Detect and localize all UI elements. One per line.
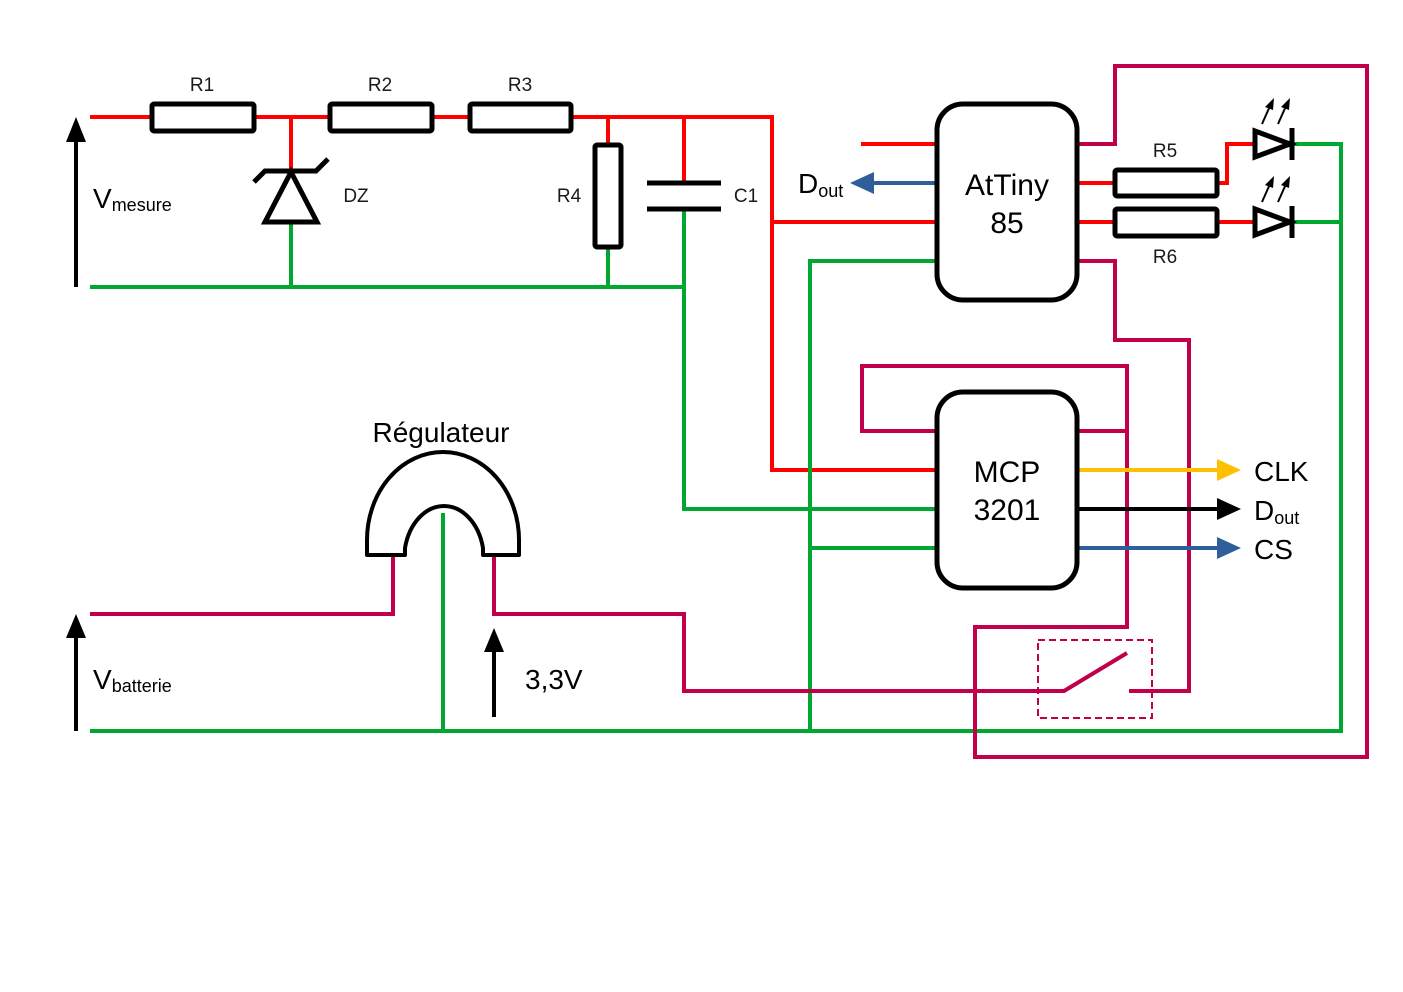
- led-2-triangle: [1252, 205, 1298, 239]
- resistor-r5[interactable]: [1112, 167, 1220, 199]
- label-r2: R2: [368, 75, 392, 96]
- mcp3201-chip[interactable]: [934, 389, 1080, 591]
- label-v-mesure: Vmesure: [93, 183, 172, 215]
- label-regulator: Régulateur: [373, 417, 510, 448]
- measure-net-wires: [90, 115, 1255, 472]
- v-3v3-arrowhead: [484, 628, 504, 652]
- led-1-triangle: [1252, 127, 1298, 161]
- regulator-body[interactable]: [365, 450, 521, 557]
- wire-r3-node-mcp: [569, 115, 939, 472]
- switch-dashed-box: [1037, 639, 1153, 719]
- led-1[interactable]: [1252, 98, 1298, 161]
- label-c1: C1: [734, 186, 758, 207]
- ground-net-wires: [90, 142, 1343, 733]
- resistor-r4[interactable]: [592, 142, 624, 250]
- label-cs: CS: [1254, 534, 1293, 565]
- capacitor-c1[interactable]: [647, 180, 721, 212]
- signal-arrows: [850, 172, 1241, 559]
- wire-regulator-switch: [492, 553, 1065, 693]
- wire-attiny-loop-mcp: [860, 64, 1369, 759]
- label-v-mesure-main: V: [93, 183, 112, 214]
- zener-diode-dz[interactable]: [252, 157, 330, 225]
- v-mesure-arrowhead: [66, 117, 86, 142]
- zener-triangle: [260, 166, 322, 225]
- label-v-batterie-sub: batterie: [112, 676, 172, 696]
- led-1-ray-2: [1277, 105, 1287, 125]
- v-batterie-arrowhead: [66, 614, 86, 638]
- resistor-r1[interactable]: [149, 101, 257, 134]
- label-mcp-dout: Dout: [1254, 495, 1299, 528]
- led-1-ray-2-head: [1281, 98, 1290, 110]
- wire-vbat-regulator: [90, 553, 395, 616]
- label-r3: R3: [508, 75, 532, 96]
- label-attiny-line1: AtTiny: [965, 169, 1049, 202]
- label-attiny-dout-sub: out: [818, 181, 843, 201]
- wire-switch-attiny: [1075, 259, 1191, 693]
- switch-blade: [1062, 651, 1129, 693]
- supply-net-wires: [90, 64, 1369, 759]
- led-1-ray-1-head: [1265, 98, 1274, 110]
- led-2-ray-1: [1261, 183, 1271, 203]
- mcp-dout-arrowhead: [1217, 498, 1241, 520]
- label-dz: DZ: [343, 186, 369, 207]
- label-r5: R5: [1153, 141, 1177, 162]
- wire-ground-bottom: [90, 142, 1343, 733]
- label-v-mesure-sub: mesure: [112, 195, 172, 215]
- led-1-ray-1: [1261, 105, 1271, 125]
- label-r6: R6: [1153, 247, 1177, 268]
- wire-c1-mcp: [682, 208, 939, 511]
- voltage-arrows: [66, 117, 504, 731]
- led-2-ray-2-head: [1281, 176, 1290, 188]
- label-mcp-line2: 3201: [974, 494, 1041, 527]
- resistor-r6[interactable]: [1112, 206, 1220, 239]
- label-mcp-dout-sub: out: [1274, 508, 1299, 528]
- attiny-dout-arrowhead: [850, 172, 874, 194]
- label-v-batterie: Vbatterie: [93, 664, 172, 696]
- cs-arrowhead: [1217, 537, 1241, 559]
- label-attiny-dout-main: D: [798, 168, 818, 199]
- resistor-r3[interactable]: [467, 101, 574, 134]
- resistor-r2[interactable]: [327, 101, 435, 134]
- label-mcp-dout-main: D: [1254, 495, 1274, 526]
- wire-r5-led1: [1215, 142, 1255, 185]
- label-v-batterie-main: V: [93, 664, 112, 695]
- wire-attiny-gnd: [808, 259, 939, 733]
- label-attiny-line2: 85: [990, 207, 1023, 240]
- led-2-ray-2: [1277, 183, 1287, 203]
- led-2-ray-1-head: [1265, 176, 1274, 188]
- label-3v3: 3,3V: [525, 664, 583, 695]
- attiny85-chip[interactable]: [934, 101, 1080, 303]
- label-clk: CLK: [1254, 456, 1309, 487]
- label-r4: R4: [557, 186, 582, 207]
- led-2[interactable]: [1252, 176, 1298, 239]
- label-mcp-line1: MCP: [974, 456, 1041, 489]
- zener-bar: [252, 157, 330, 184]
- clk-arrowhead: [1217, 459, 1241, 481]
- label-r1: R1: [190, 75, 214, 96]
- switch[interactable]: [1037, 639, 1153, 719]
- label-attiny-dout: Dout: [798, 168, 843, 201]
